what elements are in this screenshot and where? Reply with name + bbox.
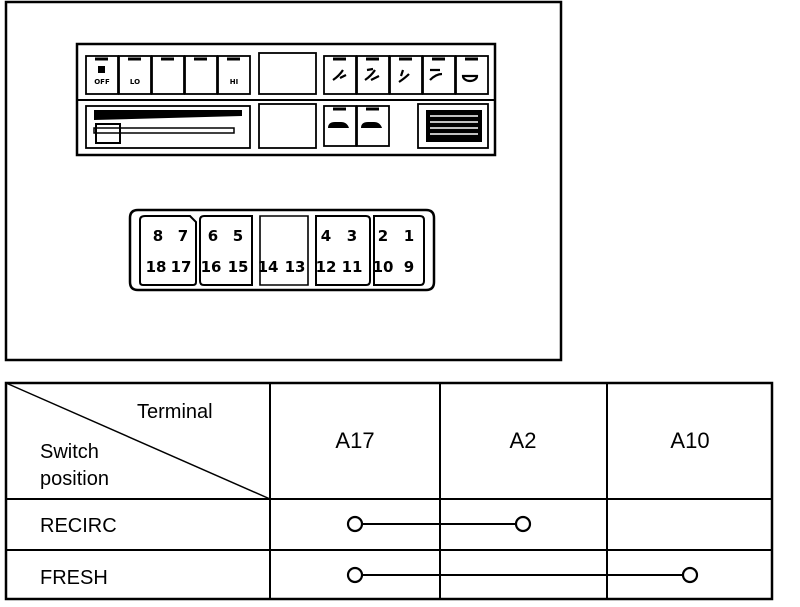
connector-pin: 9	[404, 258, 414, 276]
fan-off-symbol-icon	[98, 66, 105, 73]
center-display	[258, 52, 317, 95]
fan-button-label: HI	[230, 78, 238, 86]
continuity-terminal-circle	[346, 515, 364, 533]
connector-pin: 5	[233, 227, 243, 245]
connector-pin: 3	[347, 227, 357, 245]
header-switch-label: Switch	[40, 441, 99, 463]
connector-pin: 16	[201, 258, 222, 276]
connector-pin: 14	[258, 258, 279, 276]
fresh-car-icon	[361, 122, 382, 128]
connector-pin: 15	[228, 258, 249, 276]
connector-pin: 12	[316, 258, 337, 276]
heater-control-panel	[75, 42, 497, 157]
continuity-terminal-circle	[681, 566, 699, 584]
air-intake-buttons	[323, 105, 390, 147]
header-terminal-label: Terminal	[137, 401, 213, 423]
recirc-car-icon	[328, 122, 349, 128]
fan-button-label: OFF	[94, 78, 110, 86]
terminal-a10: A10	[670, 428, 709, 453]
fan-speed-labels: OFF LO HI	[94, 78, 238, 86]
connector-pin: 11	[342, 258, 363, 276]
connector-pin: 7	[178, 227, 188, 245]
row-label-fresh: FRESH	[40, 567, 108, 589]
temperature-slider	[85, 105, 251, 149]
mode-buttons	[323, 55, 489, 95]
connector-pin: 6	[208, 227, 218, 245]
connector-pin: 2	[378, 227, 388, 245]
connector-pin: 13	[285, 258, 306, 276]
connector-pin: 1	[404, 227, 414, 245]
connector-outline	[128, 208, 436, 292]
temperature-lever-knob	[95, 123, 121, 144]
connector-pin: 10	[373, 258, 394, 276]
connector-pin: 17	[171, 258, 192, 276]
terminal-a2: A2	[510, 428, 537, 453]
header-position-label: position	[40, 468, 109, 490]
header-diagonal	[5, 382, 271, 500]
continuity-marks	[346, 515, 699, 584]
ac-button	[417, 103, 489, 149]
lower-display	[258, 103, 317, 149]
fan-speed-buttons	[85, 55, 251, 95]
row-label-recirc: RECIRC	[40, 515, 117, 537]
airflow-mode-icons	[332, 67, 479, 83]
terminal-a17: A17	[335, 428, 374, 453]
continuity-terminal-circle	[514, 515, 532, 533]
fan-button-label: LO	[130, 78, 140, 86]
continuity-terminal-circle	[346, 566, 364, 584]
connector-pin: 18	[146, 258, 167, 276]
continuity-table	[4, 381, 774, 601]
figure-frame	[4, 0, 563, 362]
connector-pin: 8	[153, 227, 163, 245]
connector-pin: 4	[321, 227, 331, 245]
